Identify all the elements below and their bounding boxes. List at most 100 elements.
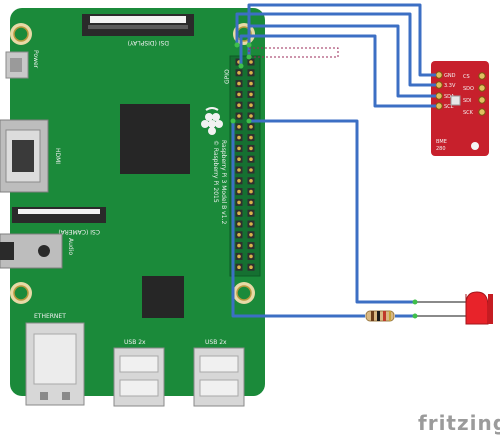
raspberry-logo-icon (201, 107, 223, 135)
copyright-text: © Raspberry Pi 2015 (212, 140, 219, 203)
sensor-pin (435, 92, 443, 100)
gpio-pin-contact (249, 135, 253, 140)
sensor-pin-label: SCL (444, 104, 454, 110)
gpio-pin-contact (249, 179, 253, 183)
gpio-pin-contact (249, 168, 253, 172)
bme280-sensor: GND 3.3V SDA SCL CS SDO SDI SCK BME 280 (431, 61, 489, 156)
usb-port (193, 347, 245, 407)
gpio-pin-contact (237, 125, 241, 129)
soc-chip (120, 104, 190, 174)
ethernet-label: ETHERNET (34, 313, 66, 320)
gpio-pin-contact (237, 265, 241, 270)
wire-scl (239, 34, 436, 108)
hdmi-port (0, 119, 49, 193)
gpio-pin-contact (249, 243, 253, 248)
power-label: Power (32, 50, 39, 69)
gpio-pin-contact (237, 189, 241, 194)
model-text: Raspberry Pi 3 Model B v1.2 (220, 140, 227, 224)
gpio-pin-contact (237, 114, 241, 118)
sensor-pin (435, 102, 443, 110)
gpio-pin-contact (249, 265, 253, 270)
gpio-pin-contact (249, 81, 253, 86)
ethernet-port (25, 322, 85, 406)
gpio-pin-contact (237, 211, 241, 215)
raspberry-pi-board: Power DSI (DISPLAY) HDMI Raspber (0, 8, 265, 407)
gpio-label: GPIO (224, 69, 231, 84)
gpio-pin-contact (237, 71, 241, 75)
sensor-pin (435, 71, 443, 79)
gpio-pin-contact (237, 92, 241, 97)
sensor-pin-label: SDA (444, 94, 455, 100)
wires (231, 3, 436, 318)
gpio-pin-contact (249, 200, 253, 205)
sensor-pin-label: SDI (463, 98, 472, 104)
sensor-pin-label: 3.3V (444, 83, 456, 89)
csi-connector (12, 207, 106, 223)
usb2-label: USB 2x (205, 339, 227, 346)
gpio-pin-contact (249, 233, 253, 237)
gpio-pins (235, 58, 255, 271)
gpio-pin-contact (237, 254, 241, 259)
gpio-pin-contact (249, 157, 253, 161)
usb-port (113, 347, 165, 407)
sensor-pin (478, 96, 486, 104)
gpio-pin-contact (249, 189, 253, 194)
sensor-pin (478, 108, 486, 116)
sensor-pin (478, 72, 486, 80)
connection-dots (230, 42, 418, 319)
audio-label: Audio (67, 238, 74, 255)
gpio-pin-contact (237, 135, 241, 140)
gpio-header (229, 55, 261, 277)
dsi-label: DSI (DISPLAY) (128, 39, 169, 46)
gpio-pin-contact (237, 222, 241, 226)
gpio-pin-contact (249, 92, 253, 97)
sensor-chip (450, 95, 461, 106)
pcb (10, 8, 265, 396)
gpio-pin-contact (249, 211, 253, 215)
gpio-pin-contact (249, 114, 253, 118)
gpio-pin-contact (237, 168, 241, 172)
gpio-pin-contact (237, 243, 241, 248)
gpio-pin-contact (237, 179, 241, 183)
gpio-pin-contact (249, 125, 253, 129)
gpio-pin-contact (249, 60, 253, 64)
mounting-hole (10, 282, 32, 304)
wire-led-anode (249, 119, 415, 304)
gpio-pin-contact (237, 146, 241, 151)
hdmi-label: HDMI (54, 148, 61, 164)
wire-3v3 (235, 12, 436, 87)
gpio-pin-contact (249, 146, 253, 151)
gpio-pin-contact (237, 157, 241, 161)
power-connector (5, 51, 29, 79)
gpio-pin-contact (237, 81, 241, 86)
audio-jack (0, 233, 63, 269)
sensor-pin-label: CS (463, 74, 470, 80)
mounting-hole (10, 23, 32, 45)
gpio-pin-contact (249, 103, 253, 107)
sensor-pin-label: GND (444, 73, 456, 79)
fritzing-watermark: fritzing (418, 411, 500, 435)
gpio-pin-contact (249, 254, 253, 259)
sensor-name-line2: 280 (436, 146, 446, 152)
gpio-pin-contact (249, 71, 253, 75)
led (415, 291, 493, 325)
gpio-pin-contact (249, 222, 253, 226)
wire-selected (248, 47, 339, 58)
sensor-name-line1: BME (436, 139, 447, 145)
sensor-pin (478, 84, 486, 92)
wire-led-cathode (231, 121, 365, 318)
sensor-pin (435, 81, 443, 89)
gpio-pin-contact (237, 233, 241, 237)
wire-gnd (247, 3, 436, 77)
usb1-label: USB 2x (124, 339, 146, 346)
lan-chip (142, 276, 184, 318)
sensor-pin-label: SCK (463, 110, 474, 116)
gpio-pin-contact (237, 200, 241, 205)
mounting-hole (233, 282, 255, 304)
gpio-pin-contact (237, 103, 241, 107)
sensor-pin-label: SDO (463, 86, 474, 92)
gear-icon (471, 142, 479, 150)
csi-label: CSI (CAMERA) (58, 228, 100, 235)
dsi-connector (82, 14, 194, 36)
